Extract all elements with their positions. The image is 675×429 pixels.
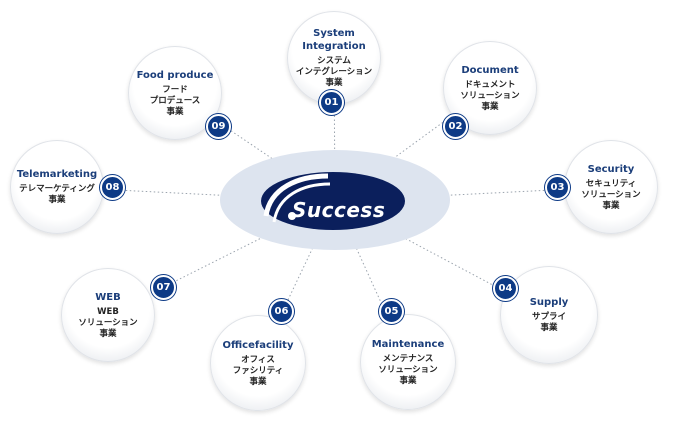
node-subtitle: ドキュメント ソリューション 事業: [460, 79, 520, 112]
node-web[interactable]: WEB WEB ソリューション 事業: [61, 268, 155, 362]
number-badge-08: 08: [100, 175, 125, 200]
node-system-integration[interactable]: System Integration システム インテグレーション 事業: [287, 11, 381, 105]
number-badge-09: 09: [206, 114, 231, 139]
number-badge-06: 06: [269, 299, 294, 324]
node-title: Telemarketing: [16, 169, 98, 180]
number-badge-01: 01: [319, 90, 344, 115]
number-badge-04: 04: [493, 276, 518, 301]
node-security[interactable]: Security セキュリティ ソリューション 事業: [564, 140, 658, 234]
number-badge-02: 02: [443, 114, 468, 139]
node-title: Document: [461, 64, 519, 76]
node-title: Security: [587, 163, 635, 175]
node-title: Supply: [529, 297, 569, 308]
node-maintenance[interactable]: Maintenance メンテナンス ソリューション 事業: [360, 314, 456, 410]
node-title: Food produce: [136, 69, 214, 81]
node-officefacility[interactable]: Officefacility オフィス ファシリティ 事業: [210, 315, 306, 411]
node-subtitle: セキュリティ ソリューション 事業: [581, 178, 641, 211]
success-logo[interactable]: [258, 170, 408, 232]
node-title: WEB: [95, 291, 121, 303]
node-title: System Integration: [302, 28, 366, 52]
node-subtitle: テレマーケティング 事業: [19, 184, 95, 205]
node-subtitle: WEB ソリューション 事業: [78, 306, 138, 339]
number-badge-05: 05: [379, 299, 404, 324]
number-badge-03: 03: [545, 175, 570, 200]
center-label: Success: [292, 198, 386, 222]
node-subtitle: メンテナンス ソリューション 事業: [378, 353, 438, 386]
number-badge-07: 07: [151, 275, 176, 300]
node-subtitle: システム インテグレーション 事業: [295, 56, 373, 88]
node-subtitle: フード プロデュース 事業: [149, 84, 201, 117]
node-subtitle: サプライ 事業: [531, 312, 566, 333]
node-telemarketing[interactable]: Telemarketing テレマーケティング 事業: [10, 140, 104, 234]
node-title: Maintenance: [371, 338, 445, 350]
node-subtitle: オフィス ファシリティ 事業: [232, 354, 284, 387]
node-title: Officefacility: [222, 339, 294, 351]
